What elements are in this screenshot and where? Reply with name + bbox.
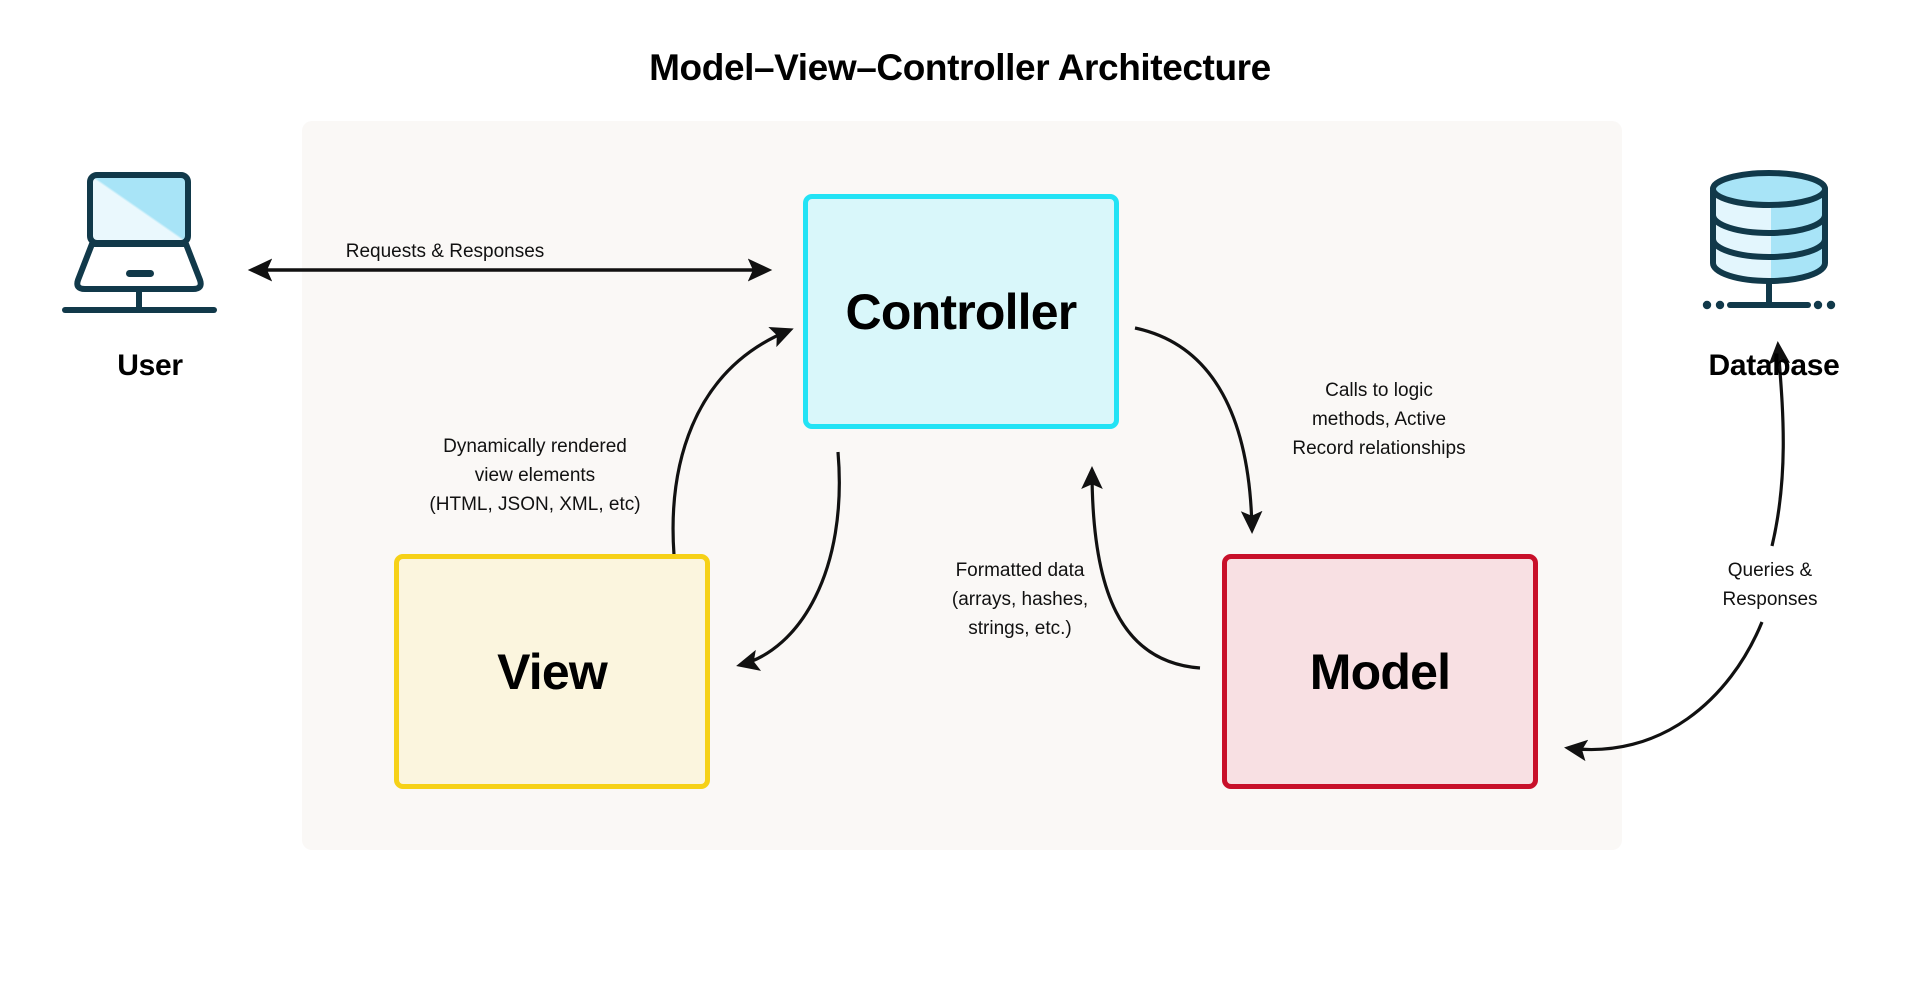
database-cylinder-icon (1700, 170, 1840, 315)
laptop-icon (56, 170, 246, 315)
edge-label-calls-to-logic: Calls to logic methods, Active Record re… (1292, 380, 1466, 459)
node-controller-label: Controller (845, 283, 1078, 340)
node-view[interactable]: View (394, 554, 710, 789)
node-controller[interactable]: Controller (803, 194, 1119, 429)
endpoint-database-label: Database (1708, 349, 1840, 382)
node-model-label: Model (1309, 643, 1451, 700)
edge-label-formatted-data: Formatted data (arrays, hashes, strings,… (951, 560, 1089, 639)
edge-label-queries-responses: Queries & Responses (1722, 560, 1818, 610)
edge-label-requests-responses: Requests & Responses (345, 241, 545, 262)
node-model[interactable]: Model (1222, 554, 1538, 789)
edge-label-dynamically-rendered: Dynamically rendered view elements (HTML… (429, 436, 641, 515)
node-view-label: View (497, 643, 608, 700)
endpoint-user-label: User (117, 349, 183, 382)
page-title: Model–View–Controller Architecture (649, 47, 1271, 88)
